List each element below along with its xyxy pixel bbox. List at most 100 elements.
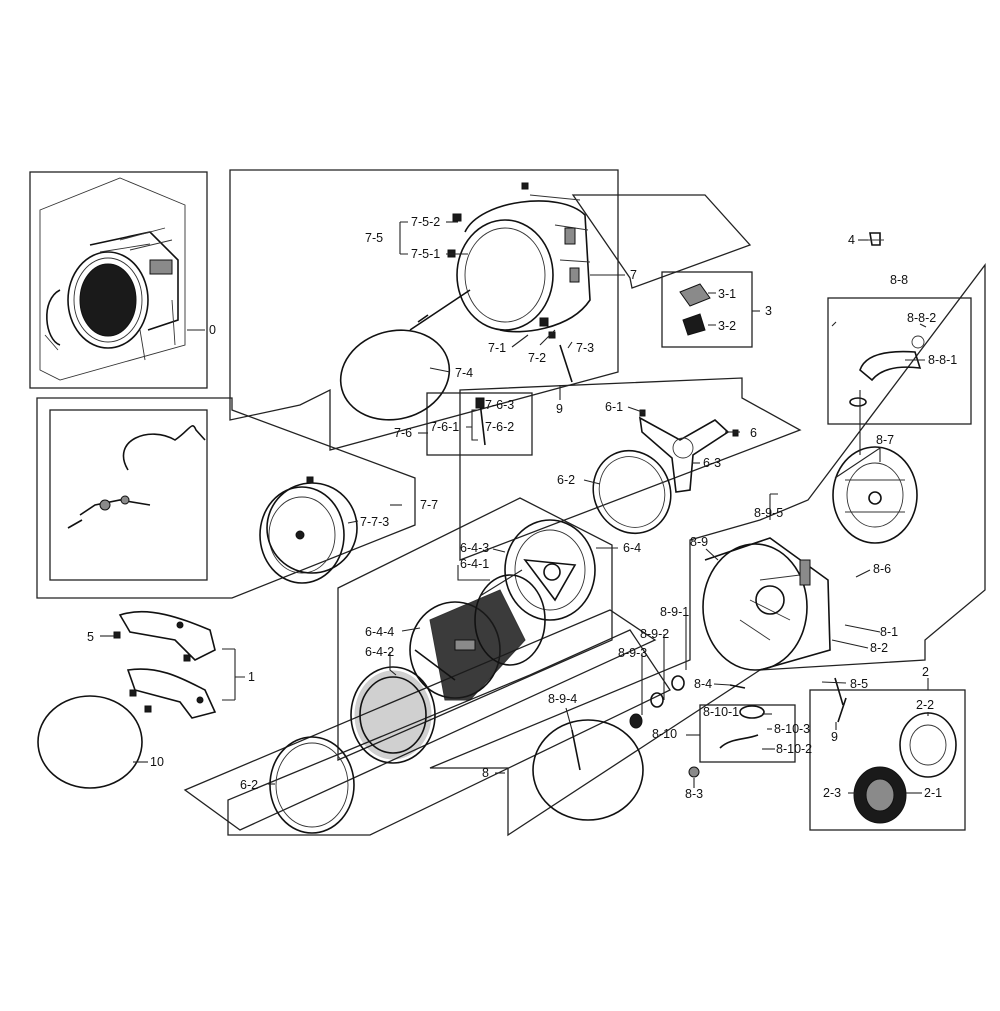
- part-8-7-backcover-icon: [832, 446, 918, 544]
- label-8-9-1: 8-9-1: [660, 605, 689, 619]
- part-8-9-seal-icons: [571, 675, 685, 771]
- label-8-9-5: 8-9-5: [754, 506, 783, 520]
- frame-7-7: [36, 397, 416, 599]
- part-6-4-backplate-icon: [504, 519, 596, 621]
- frame-7: [229, 169, 619, 451]
- part-3-icon: [679, 283, 711, 336]
- label-8-6: 8-6: [873, 562, 891, 576]
- label-6-4-2: 6-4-2: [365, 645, 394, 659]
- label-7-7-3: 7-7-3: [360, 515, 389, 529]
- label-7-6-2: 7-6-2: [485, 420, 514, 434]
- label-7-2: 7-2: [528, 351, 546, 365]
- label-6-3: 6-3: [703, 456, 721, 470]
- label-6-2-upper: 6-2: [557, 473, 575, 487]
- label-8-9-4: 8-9-4: [548, 692, 577, 706]
- assembly-7-7-icon: [67, 425, 358, 584]
- label-3: 3: [765, 304, 772, 318]
- label-7-6-1: 7-6-1: [430, 420, 459, 434]
- part-7-6-icon: [475, 397, 486, 446]
- label-6-4-1: 6-4-1: [460, 557, 489, 571]
- label-7-6: 7-6: [394, 426, 412, 440]
- frame-0: [29, 171, 208, 389]
- label-0: 0: [209, 323, 216, 337]
- label-8-8: 8-8: [890, 273, 908, 287]
- frame-2: [809, 689, 966, 831]
- label-1: 1: [248, 670, 255, 684]
- label-8-1: 8-1: [880, 625, 898, 639]
- part-6-4-2-ring-icon: [350, 666, 436, 764]
- label-9-lower: 9: [831, 730, 838, 744]
- label-8-5: 8-5: [850, 677, 868, 691]
- label-8-8-1: 8-8-1: [928, 353, 957, 367]
- assembly-7-tub-rear-icon: [456, 182, 591, 383]
- part-7-5-icon: [409, 213, 471, 331]
- label-6-1: 6-1: [605, 400, 623, 414]
- label-7-6-3: 7-6-3: [485, 398, 514, 412]
- label-8-10-2: 8-10-2: [776, 742, 812, 756]
- label-8-9-3: 8-9-3: [618, 646, 647, 660]
- frame-6-2-lower: [227, 629, 671, 836]
- part-2-pulley-icon: [853, 712, 957, 824]
- part-8-9-tub-front-icon: [702, 537, 831, 671]
- label-8-8-2: 8-8-2: [907, 311, 936, 325]
- label-8-9: 8-9: [690, 535, 708, 549]
- label-8-10-3: 8-10-3: [774, 722, 810, 736]
- label-8-9-2: 8-9-2: [640, 627, 669, 641]
- label-6-4: 6-4: [623, 541, 641, 555]
- label-5: 5: [87, 630, 94, 644]
- label-8-7: 8-7: [876, 433, 894, 447]
- part-7-4-icon: [339, 329, 451, 421]
- leader-lines: [100, 221, 929, 794]
- part-1-bracket-icon: [113, 610, 217, 719]
- frame-6: [459, 377, 802, 561]
- label-8-3: 8-3: [685, 787, 703, 801]
- frame-8-8: [827, 297, 972, 425]
- frame-7-6: [426, 392, 533, 456]
- label-6-4-4: 6-4-4: [365, 625, 394, 639]
- label-8-2: 8-2: [870, 641, 888, 655]
- label-8: 8: [482, 766, 489, 780]
- label-6: 6: [750, 426, 757, 440]
- label-7-3: 7-3: [576, 341, 594, 355]
- label-2-3: 2-3: [823, 786, 841, 800]
- label-2-1: 2-1: [924, 786, 942, 800]
- label-7-5: 7-5: [365, 231, 383, 245]
- frame-8: [429, 263, 986, 837]
- label-8-10: 8-10: [652, 727, 677, 741]
- part-10-ring-icon: [37, 695, 143, 789]
- label-10: 10: [150, 755, 164, 769]
- frame-7-7-inner: [49, 409, 208, 581]
- part-6-2-lower-ring-icon: [269, 736, 355, 834]
- label-7-5-2: 7-5-2: [411, 215, 440, 229]
- label-8-10-1: 8-10-1: [703, 705, 739, 719]
- part-6-2-ring-icon: [592, 449, 672, 535]
- part-labels: 0 7-5-2 7-5 7-5-1 7 7-1 7-2 7-3 7-4 9 7-…: [87, 215, 957, 801]
- label-2: 2: [922, 665, 929, 679]
- label-7-5-1: 7-5-1: [411, 247, 440, 261]
- part-6-spider-icon: [638, 409, 739, 493]
- assembly-0-icon: [39, 177, 186, 381]
- label-4: 4: [848, 233, 855, 247]
- frame-3-connector: [571, 194, 752, 289]
- label-7-7: 7-7: [420, 498, 438, 512]
- part-6-4-1-drum-icon: [409, 574, 546, 701]
- label-2-2: 2-2: [916, 698, 934, 712]
- label-7: 7: [630, 268, 637, 282]
- label-8-4: 8-4: [694, 677, 712, 691]
- part-8-10-icon: [688, 684, 765, 778]
- part-4-icon: [866, 232, 884, 246]
- group-frames: [29, 169, 986, 837]
- label-9-upper: 9: [556, 402, 563, 416]
- part-8-5-icon: [834, 677, 847, 723]
- label-3-2: 3-2: [718, 319, 736, 333]
- label-6-2-lower: 6-2: [240, 778, 258, 792]
- label-7-4: 7-4: [455, 366, 473, 380]
- frame-3: [661, 271, 753, 348]
- label-3-1: 3-1: [718, 287, 736, 301]
- label-7-1: 7-1: [488, 341, 506, 355]
- frame-8-10: [699, 704, 796, 763]
- frame-6-4: [337, 497, 613, 761]
- label-6-4-3: 6-4-3: [460, 541, 489, 555]
- part-8-9-ring-icon: [532, 719, 644, 821]
